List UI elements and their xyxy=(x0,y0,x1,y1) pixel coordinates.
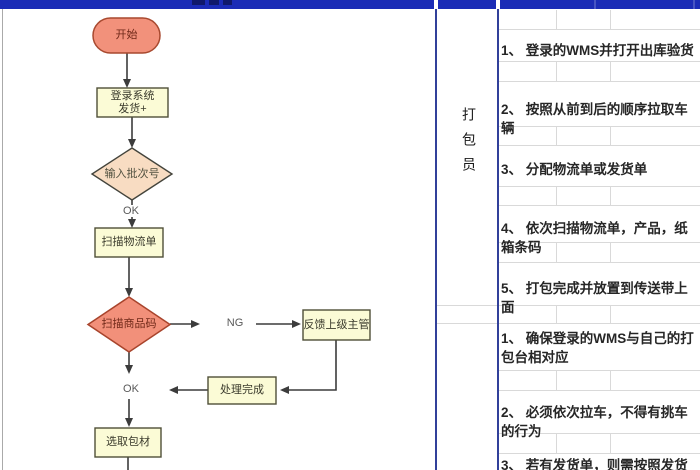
gridline xyxy=(556,370,557,390)
login-system-label-line2: 发货+ xyxy=(118,102,147,115)
header-column-gap xyxy=(496,0,500,9)
step-item[interactable]: 2、 按照从前到后的顺序拉取车辆 xyxy=(501,102,688,136)
login-system-label-line1: 登录系统 xyxy=(110,89,155,102)
gridline xyxy=(556,126,557,145)
gridline xyxy=(499,453,700,454)
step-item[interactable]: 2、 必须依次拉车，不得有挑车的行为 xyxy=(501,405,688,439)
gridline xyxy=(499,323,700,324)
flow-arrowheads xyxy=(123,79,301,427)
gridline xyxy=(610,10,611,29)
start-label: 开始 xyxy=(115,29,138,41)
login-system-label: 登录系统 发货+ xyxy=(97,88,168,117)
gridline xyxy=(499,262,700,263)
scan-product-decision-shape[interactable] xyxy=(86,296,172,353)
gridline xyxy=(610,305,611,323)
handle-complete-shape[interactable] xyxy=(207,376,277,405)
gridline xyxy=(556,242,557,262)
flowchart-canvas xyxy=(86,17,371,470)
edge-label-ng: NG xyxy=(219,317,251,329)
gridline xyxy=(556,186,557,205)
gridline xyxy=(437,305,497,306)
gridline xyxy=(610,242,611,262)
gridline xyxy=(499,81,700,82)
gridline xyxy=(499,370,700,371)
gridline xyxy=(499,29,700,30)
column-divider-role-steps xyxy=(497,9,499,470)
login-system-shape[interactable] xyxy=(96,87,169,118)
scan-waybill-label: 扫描物流单 xyxy=(101,236,157,248)
pick-packing-shape[interactable] xyxy=(94,427,162,458)
step-item[interactable]: 4、 依次扫描物流单，产品，纸箱条码 xyxy=(501,221,688,255)
scan-product-label: 扫描商品码 xyxy=(101,318,157,330)
gridline xyxy=(499,145,700,146)
clipped-title-text xyxy=(192,0,205,5)
header-column-gap xyxy=(434,0,438,9)
header-column-seam xyxy=(594,0,596,9)
gridline xyxy=(556,10,557,29)
gridline xyxy=(499,126,700,127)
gridline xyxy=(499,242,700,243)
clipped-title-text xyxy=(223,0,232,5)
sheet-left-border xyxy=(2,9,3,470)
gridline xyxy=(499,390,700,391)
gridline xyxy=(556,61,557,81)
scan-waybill-shape[interactable] xyxy=(94,227,164,258)
header-column-seam xyxy=(693,0,695,9)
gridline xyxy=(499,433,700,434)
feedback-supervisor-shape[interactable] xyxy=(302,309,371,341)
edge-label-ok-2: OK xyxy=(116,383,146,395)
clipped-title-text xyxy=(209,0,219,5)
gridline xyxy=(610,433,611,453)
start-shape[interactable] xyxy=(92,17,161,54)
gridline xyxy=(499,186,700,187)
gridline xyxy=(610,126,611,145)
header-bar xyxy=(0,0,700,9)
gridline xyxy=(610,370,611,390)
feedback-supervisor-label: 反馈上级主管 xyxy=(303,318,370,331)
column-divider-flowchart-role xyxy=(435,9,437,470)
enter-batch-decision-shape[interactable] xyxy=(90,147,174,201)
gridline xyxy=(610,61,611,81)
handle-complete-label: 处理完成 xyxy=(220,384,264,396)
gridline xyxy=(556,433,557,453)
gridline xyxy=(499,61,700,62)
step-item[interactable]: 3、 若有发货单，则需按照发货单要求 xyxy=(501,458,688,470)
step-item[interactable]: 1、 确保登录的WMS与自己的打包台相对应 xyxy=(501,331,694,365)
step-item[interactable]: 3、 分配物流单或发货单 xyxy=(501,162,648,177)
role-cell-packer[interactable]: 打包员 xyxy=(461,107,477,182)
gridline xyxy=(499,305,700,306)
flow-connectors xyxy=(126,53,337,470)
gridline xyxy=(499,205,700,206)
enter-batch-label: 输入批次号 xyxy=(104,167,160,180)
step-item[interactable]: 1、 登录的WMS并打开出库验货 xyxy=(501,43,694,58)
edge-label-ok-1: OK xyxy=(116,205,146,217)
gridline xyxy=(556,305,557,323)
step-item[interactable]: 5、 打包完成并放置到传送带上面 xyxy=(501,281,688,315)
gridline xyxy=(610,186,611,205)
pick-packing-label: 选取包材 xyxy=(106,436,150,448)
gridline xyxy=(437,323,497,324)
